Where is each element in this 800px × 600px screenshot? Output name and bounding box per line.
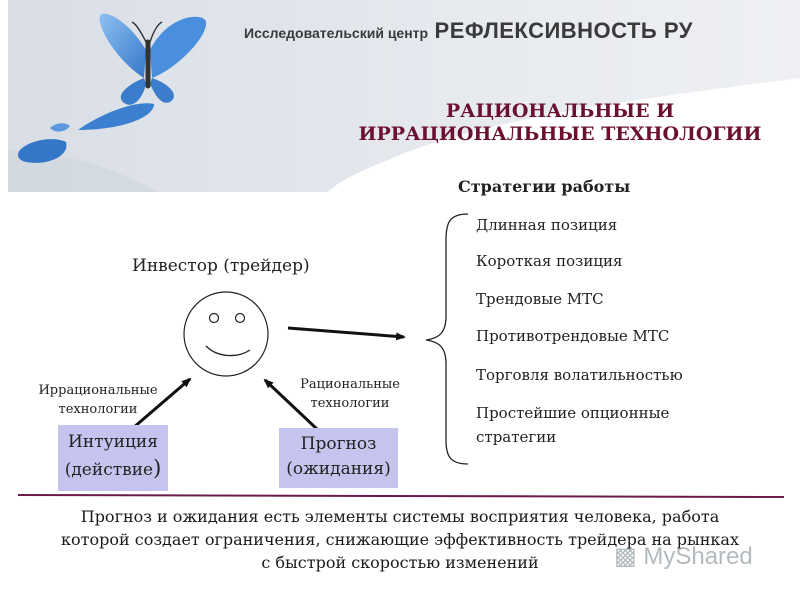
brand-prefix: Исследовательский центр — [244, 25, 429, 41]
forecast-box-line1: Прогноз — [300, 434, 377, 454]
strategies-brace — [425, 213, 469, 465]
forecast-arrow — [263, 378, 320, 432]
header-banner: Исследовательский центр РЕФЛЕКСИВНОСТЬ Р… — [8, 0, 800, 192]
intuition-box: Интуиция (действие) — [58, 425, 168, 491]
rational-label: Рациональные технологии — [282, 375, 418, 413]
footer-line2: которой создает ограничения, снижающие э… — [60, 530, 739, 549]
intuition-box-line1: Интуиция — [68, 432, 158, 452]
forecast-box: Прогноз (ожидания) — [279, 428, 398, 488]
irrational-label-line1: Иррациональные — [38, 383, 158, 398]
watermark-text: MyShared — [643, 543, 753, 570]
strategy-trend: Трендовые МТС — [476, 290, 604, 308]
rational-label-line1: Рациональные — [300, 377, 400, 392]
slide-title-line1: РАЦИОНАЛЬНЫЕ И — [445, 100, 675, 122]
footer-line1: Прогноз и ожидания есть элементы системы… — [80, 507, 720, 526]
strategy-countertrend: Противотрендовые МТС — [476, 327, 670, 345]
strategy-options-line1: Простейшие опционные — [476, 404, 670, 422]
intuition-box-text: (действие — [64, 460, 154, 480]
forecast-box-line2: (ожидания) — [286, 459, 391, 479]
footer-divider — [17, 494, 785, 498]
rational-label-line2: технологии — [310, 396, 390, 411]
strategy-volatility: Торговля волатильностью — [476, 366, 683, 384]
smiley-face-icon — [183, 291, 269, 377]
brand-title: РЕФЛЕКСИВНОСТЬ РУ — [434, 18, 693, 43]
strategy-short: Короткая позиция — [476, 252, 623, 270]
watermark: ▩ MyShared — [614, 542, 753, 571]
brand-name: Исследовательский центр РЕФЛЕКСИВНОСТЬ Р… — [244, 18, 693, 44]
intuition-arrow — [125, 377, 192, 436]
slide-title: РАЦИОНАЛЬНЫЕ И ИРРАЦИОНАЛЬНЫЕ ТЕХНОЛОГИИ — [330, 100, 790, 146]
irrational-label-line2: технологии — [58, 402, 138, 417]
slide-title-line2: ИРРАЦИОНАЛЬНЫЕ ТЕХНОЛОГИИ — [358, 123, 762, 145]
investor-label: Инвестор (трейдер) — [132, 256, 310, 276]
irrational-label: Иррациональные технологии — [28, 381, 168, 419]
strategies-title: Стратегии работы — [458, 177, 631, 196]
intuition-box-paren: ) — [153, 456, 162, 480]
footer-text: Прогноз и ожидания есть элементы системы… — [20, 505, 780, 574]
strategy-options-line2: стратегии — [476, 428, 557, 446]
watermark-logo-icon: ▩ — [614, 543, 637, 570]
footer-line3: с быстрой скоростью изменений — [261, 553, 539, 572]
intuition-box-line2: (действие) — [58, 455, 168, 483]
strategies-arrow — [287, 326, 406, 341]
strategy-long: Длинная позиция — [476, 216, 618, 234]
butterfly-logo-icon — [18, 13, 207, 163]
